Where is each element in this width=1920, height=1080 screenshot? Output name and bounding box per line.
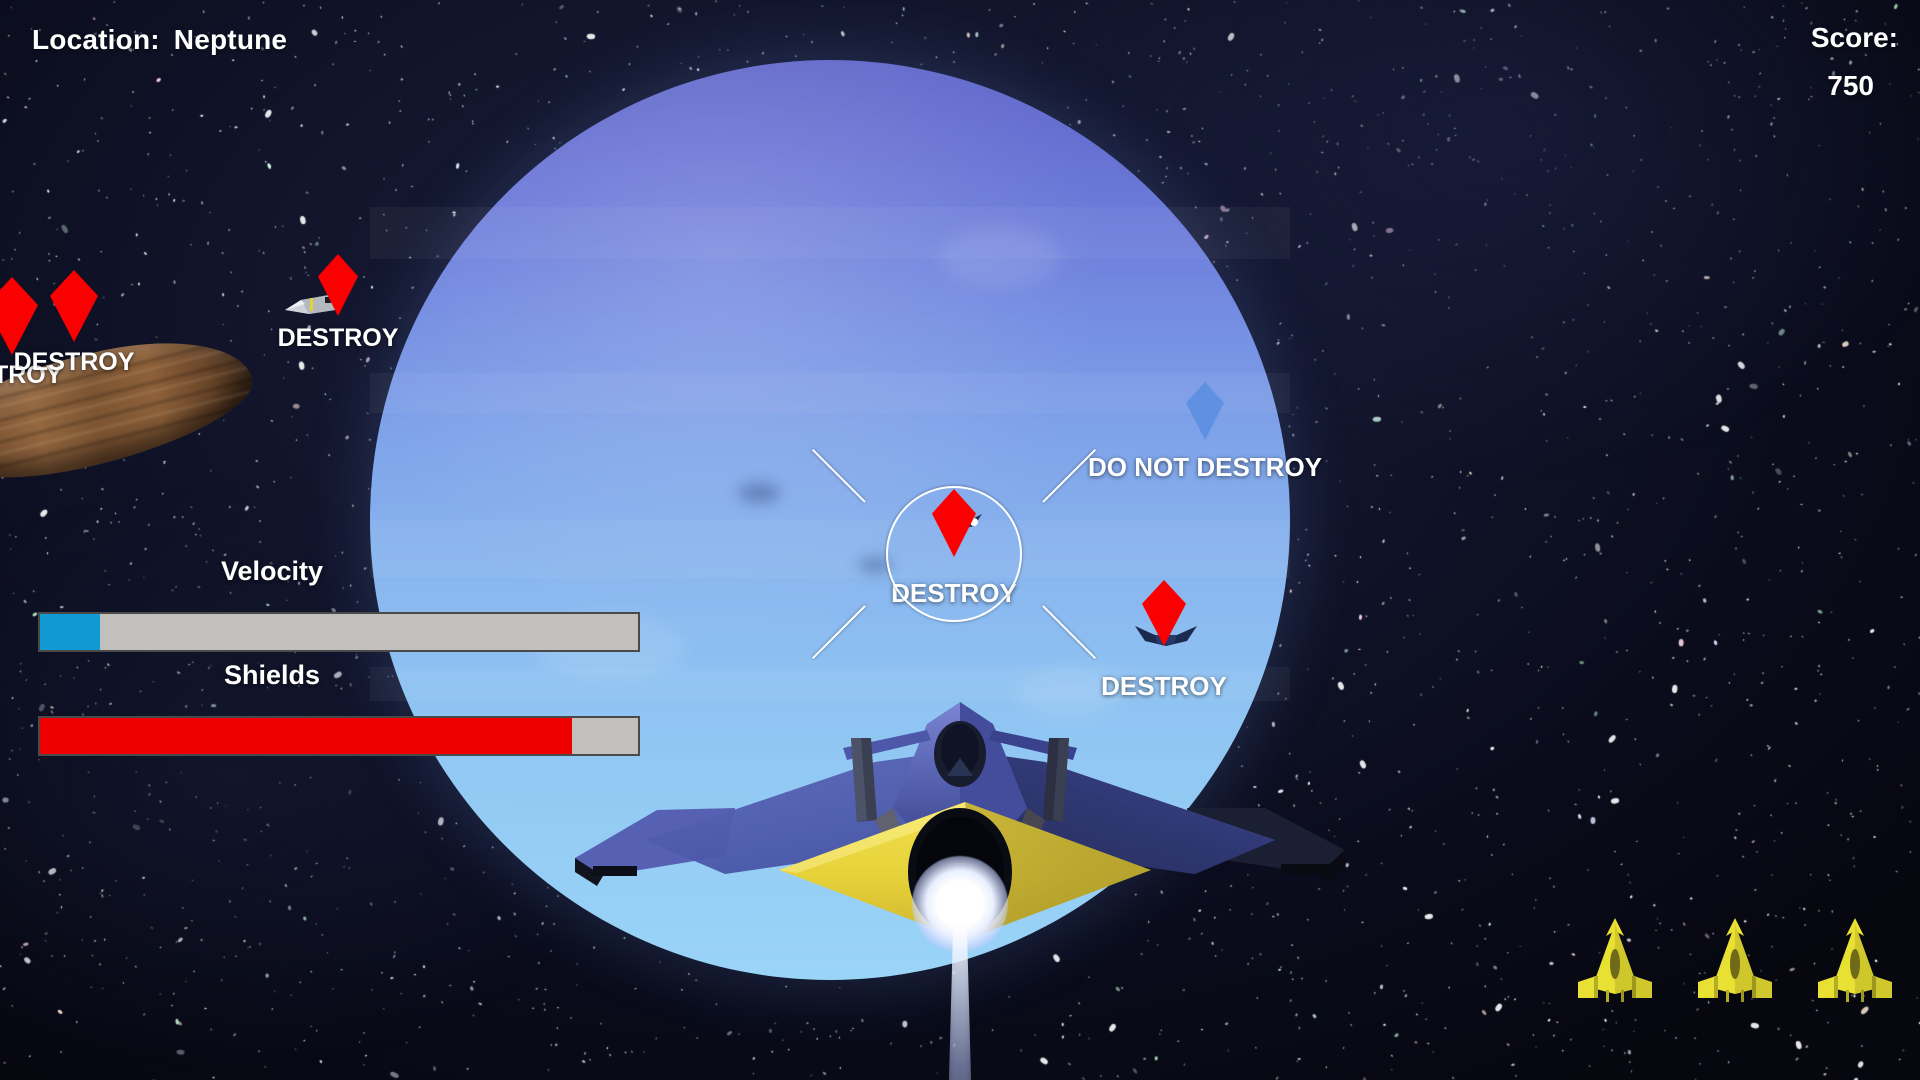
target-diamond-icon xyxy=(0,277,38,355)
player-spaceship xyxy=(575,690,1345,1080)
target-marker-label: DESTROY xyxy=(277,324,399,352)
velocity-bar-fill xyxy=(40,614,100,650)
friendly-diamond-icon xyxy=(1186,382,1224,440)
target-diamond-icon xyxy=(318,254,358,316)
shields-bar-label: Shields xyxy=(223,660,321,690)
life-icon xyxy=(1576,914,1654,1002)
location-value: Neptune xyxy=(173,24,288,55)
location-label: Location: xyxy=(32,24,160,55)
target-marker-label: DESTROY xyxy=(1101,671,1227,701)
target-marker[interactable]: DESTROY xyxy=(1101,580,1227,701)
score-readout: Score: 750 xyxy=(1811,22,1898,102)
target-diamond-icon xyxy=(50,270,98,342)
enemy-ship-small-grey xyxy=(283,288,345,318)
life-icon xyxy=(1696,914,1774,1002)
shields-bar xyxy=(38,716,640,756)
lives-indicator xyxy=(1576,914,1894,1002)
score-value: 750 xyxy=(1827,70,1874,101)
velocity-bar-label: Velocity xyxy=(220,556,324,586)
friendly-marker-label: DO NOT DESTROY xyxy=(1087,452,1323,482)
shields-bar-fill xyxy=(40,718,573,754)
targeting-reticle xyxy=(811,448,1097,660)
target-marker[interactable]: DESTROY xyxy=(14,270,134,376)
target-marker-label: DESTROY xyxy=(13,348,135,376)
location-readout: Location: Neptune xyxy=(32,24,287,56)
life-icon xyxy=(1816,914,1894,1002)
target-marker-label: DESTROY xyxy=(0,361,63,389)
target-marker[interactable]: DESTROY xyxy=(278,254,398,352)
reticle-ring xyxy=(886,486,1022,622)
velocity-bar xyxy=(38,612,640,652)
target-diamond-icon xyxy=(1142,580,1186,646)
score-label: Score: xyxy=(1810,22,1898,53)
target-marker[interactable]: DESTROY xyxy=(0,277,62,389)
friendly-marker[interactable]: DO NOT DESTROY xyxy=(1088,382,1322,482)
